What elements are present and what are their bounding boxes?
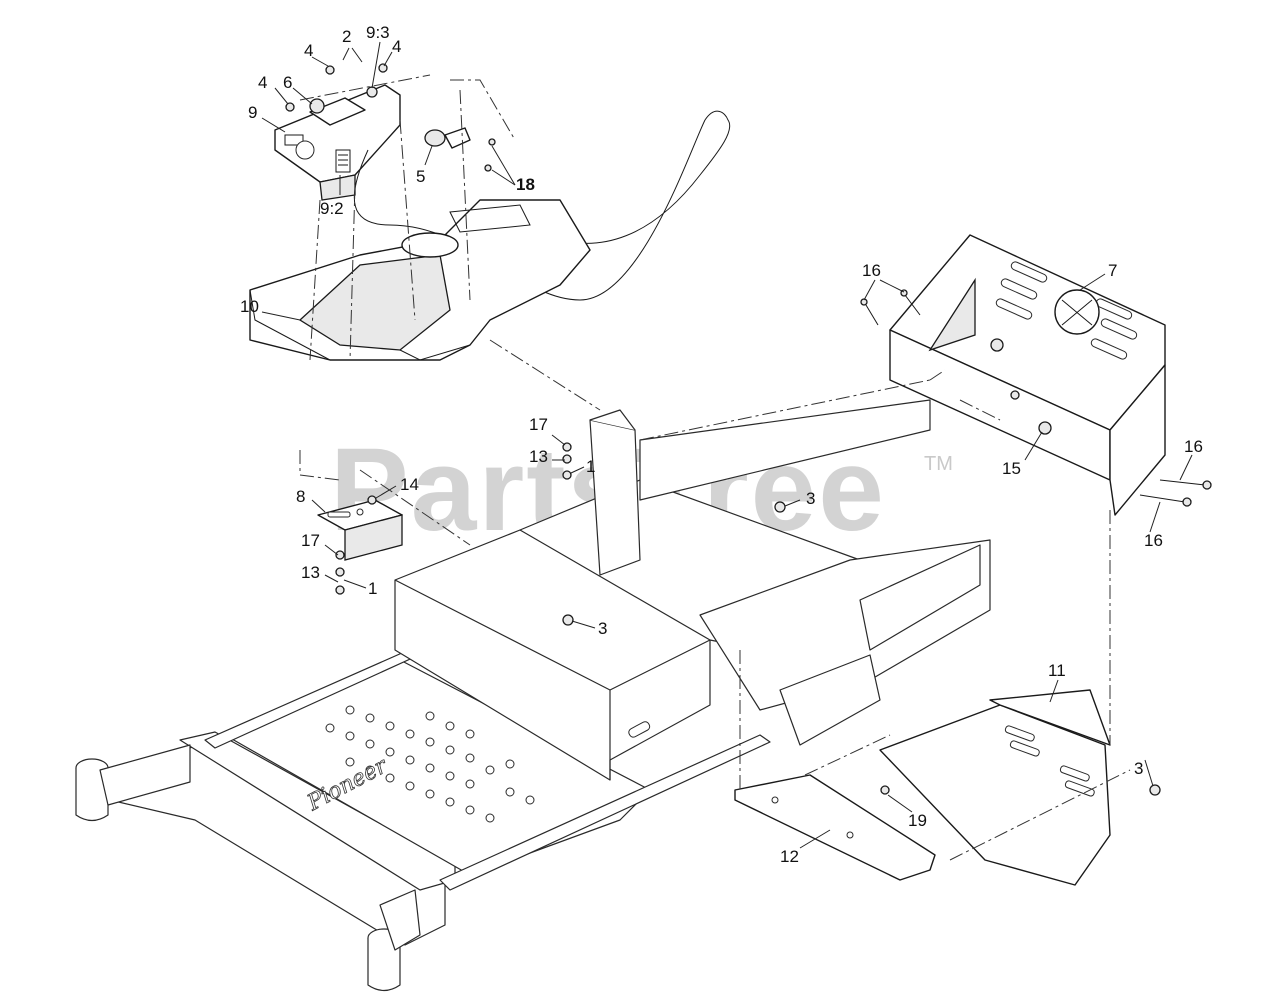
callout-5: 5 — [416, 167, 425, 186]
part-12-plate — [734, 774, 936, 881]
callout-9: 9 — [248, 103, 257, 122]
callout-1-lower: 1 — [368, 579, 377, 598]
callout-16-bottom: 16 — [1144, 531, 1163, 550]
callout-4-top-left: 4 — [304, 41, 313, 60]
callout-16-top: 16 — [862, 261, 881, 280]
callout-7: 7 — [1108, 261, 1117, 280]
seat-pan-slots — [995, 261, 1138, 360]
callout-9-3: 9:3 — [366, 23, 390, 42]
callout-labels: 4 2 9:3 4 4 6 9 9:2 5 18 10 16 7 17 13 1… — [240, 23, 1203, 866]
callout-13-lower: 13 — [301, 563, 320, 582]
callout-17-lower: 17 — [301, 531, 320, 550]
watermark-tm: TM — [924, 453, 953, 475]
chassis-frame: Pioneer — [75, 399, 991, 992]
callout-19: 19 — [908, 811, 927, 830]
hardware — [335, 289, 1212, 796]
callout-4-top-right: 4 — [392, 37, 401, 56]
part-5-switch — [424, 127, 496, 172]
callout-13-upper: 13 — [529, 447, 548, 466]
callout-8: 8 — [296, 487, 305, 506]
callout-9-2: 9:2 — [320, 199, 344, 218]
right-caster-mount — [367, 889, 421, 992]
callout-3-center: 3 — [598, 619, 607, 638]
callout-6: 6 — [283, 73, 292, 92]
callout-3-right: 3 — [1134, 759, 1143, 778]
callout-17-upper: 17 — [529, 415, 548, 434]
control-cable — [353, 110, 731, 301]
callout-1-upper: 1 — [586, 457, 595, 476]
part-8-bracket — [317, 499, 403, 561]
left-caster-mount — [75, 744, 191, 822]
assembly-lines — [299, 74, 1131, 861]
callout-11: 11 — [1048, 661, 1066, 680]
callout-12: 12 — [780, 847, 799, 866]
callout-4-left: 4 — [258, 73, 267, 92]
callout-10: 10 — [240, 297, 259, 316]
callout-3-middle: 3 — [806, 489, 815, 508]
callout-2: 2 — [342, 27, 351, 46]
part-7-seat-pan — [889, 234, 1166, 516]
part-10-fender-pod — [249, 199, 591, 361]
part-6-knob — [309, 98, 325, 114]
part-11-foot-pan — [879, 689, 1111, 886]
callout-15: 15 — [1002, 459, 1021, 478]
callout-16-right: 16 — [1184, 437, 1203, 456]
leader-lines — [261, 41, 1193, 849]
floor-deck-holes — [325, 705, 535, 823]
callout-18: 18 — [516, 175, 535, 194]
callout-14: 14 — [400, 475, 419, 494]
part-9-control-panel — [274, 63, 401, 201]
